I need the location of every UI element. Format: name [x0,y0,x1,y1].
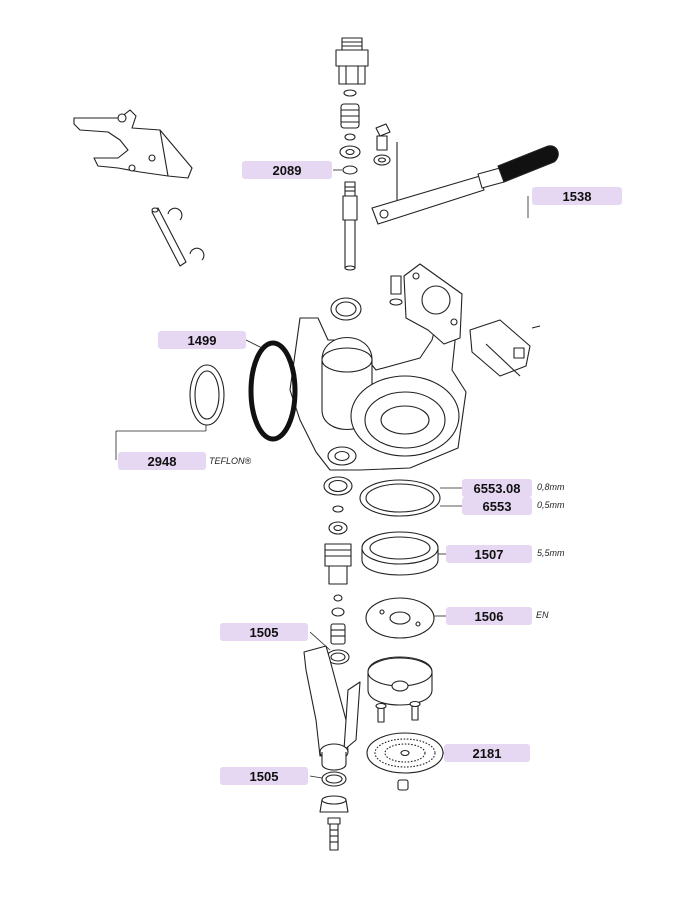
shower-holder [367,656,433,723]
o-ring-large [248,340,298,442]
note-0-8mm: 0,8mm [537,482,565,492]
note-teflon: TEFLON® [209,456,252,466]
group-body [289,309,467,471]
part-label-2948[interactable]: 2948 [118,452,206,470]
group-gasket [359,479,441,517]
part-label-2089[interactable]: 2089 [242,161,332,179]
part-label-6553[interactable]: 6553 [462,497,532,515]
bottom-fasteners [319,771,349,851]
note-5-5mm: 5,5mm [537,548,565,558]
part-label-1505-lower[interactable]: 1505 [220,767,308,785]
part-label-1507[interactable]: 1507 [446,545,532,563]
diffuser-disc [365,597,435,639]
part-label-1505-upper[interactable]: 1505 [220,623,308,641]
valve-stack [330,89,362,321]
leader-lines [115,169,529,779]
note-0-5mm: 0,5mm [537,500,565,510]
part-label-1506[interactable]: 1506 [446,607,532,625]
spout-holder [303,645,361,771]
part-label-1538[interactable]: 1538 [532,187,622,205]
rear-bracket [389,263,463,345]
lower-stack [323,476,353,665]
part-label-2181[interactable]: 2181 [444,744,530,762]
shower-screen [366,732,444,791]
top-fitting [335,37,369,85]
thick-gasket [361,531,439,576]
note-en: EN [536,610,549,620]
teflon-gasket [189,364,225,426]
part-label-6553-08[interactable]: 6553.08 [462,479,532,497]
pivot-pin [151,207,205,267]
screw-and-nut [373,123,391,166]
left-bracket [73,109,193,179]
lever-arm [371,142,559,225]
microswitch [469,319,541,377]
part-label-1499[interactable]: 1499 [158,331,246,349]
